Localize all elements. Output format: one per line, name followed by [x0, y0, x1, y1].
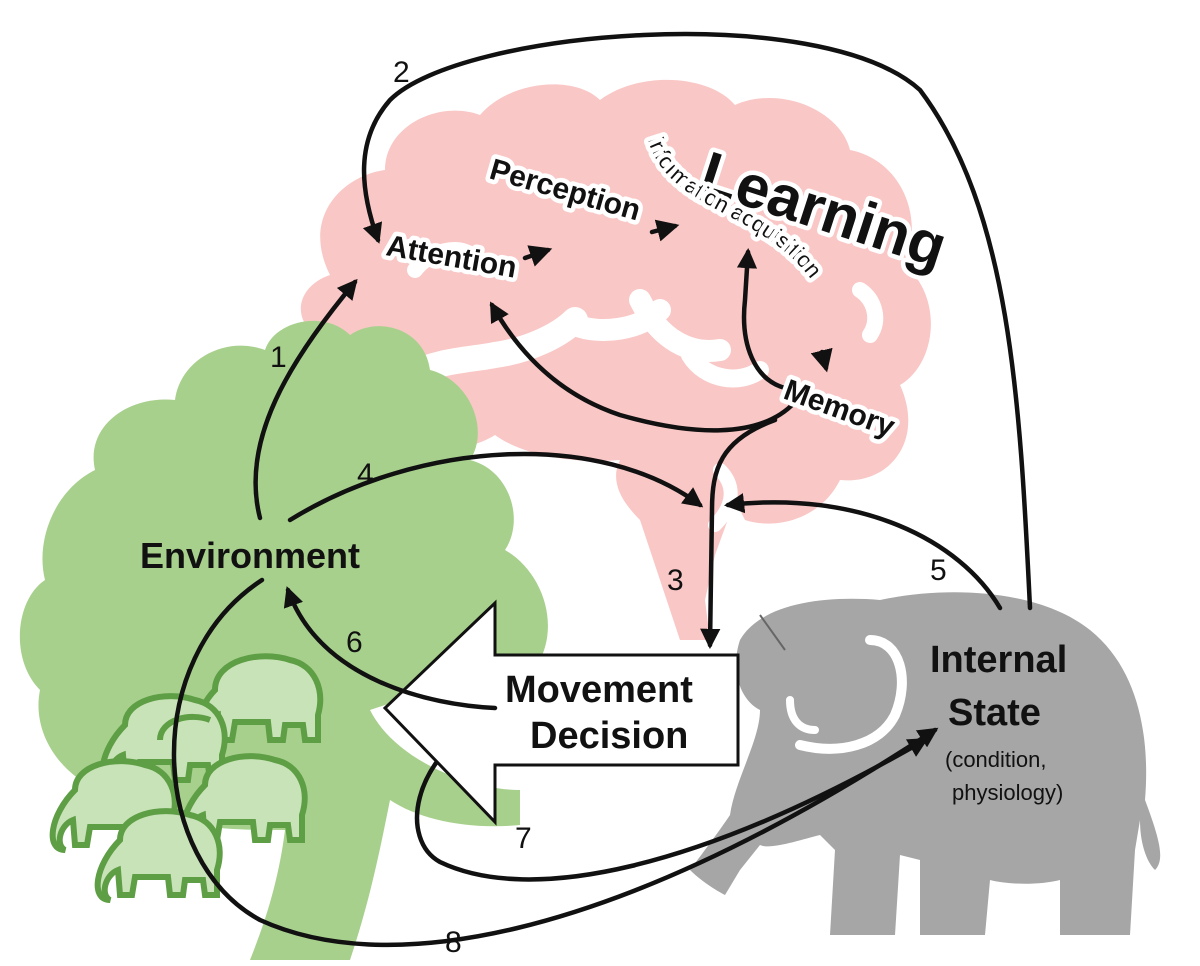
flow-8-arrow — [171, 577, 939, 948]
flow-2-number: 2 — [393, 56, 410, 89]
flow-1-number: 1 — [270, 341, 287, 374]
acquisition-to-memory-arrow — [810, 347, 833, 373]
condition-label: (condition, — [945, 747, 1047, 772]
memory-to-attention-arrow — [489, 301, 798, 433]
flow-3-number: 3 — [667, 564, 684, 597]
perception-to-learning-arrow — [649, 219, 680, 242]
flow-4-number: 4 — [357, 458, 374, 491]
flow-1-arrow — [253, 278, 358, 521]
flow-6-number: 6 — [346, 626, 363, 659]
flow-3-arrow — [700, 417, 778, 650]
flow-7-number: 7 — [515, 822, 532, 855]
memory-to-learning-arrow — [736, 247, 788, 391]
main-flows — [171, 31, 1033, 948]
brain-flows — [489, 219, 833, 433]
physiology-label: physiology) — [952, 780, 1063, 805]
environment-label: Environment — [140, 535, 360, 576]
flow-7-arrow — [414, 715, 929, 882]
flow-5-arrow — [723, 493, 1003, 611]
flow-6-arrow — [283, 586, 498, 711]
elephant-herd-icon — [49, 653, 324, 903]
attention-to-perception-arrow — [522, 245, 553, 267]
movement-decision-block — [382, 599, 740, 826]
state-label: State — [948, 692, 1041, 734]
movement-label: Movement — [505, 669, 693, 711]
flow-5-number: 5 — [930, 554, 947, 587]
decision-label: Decision — [530, 715, 688, 757]
flow-8-number: 8 — [445, 926, 462, 959]
flow-2-arrow — [361, 31, 1033, 611]
internal-label: Internal — [930, 639, 1067, 681]
flow-4-arrow — [287, 451, 704, 523]
elephant-icon — [690, 592, 1161, 935]
brain-icon — [300, 79, 931, 640]
